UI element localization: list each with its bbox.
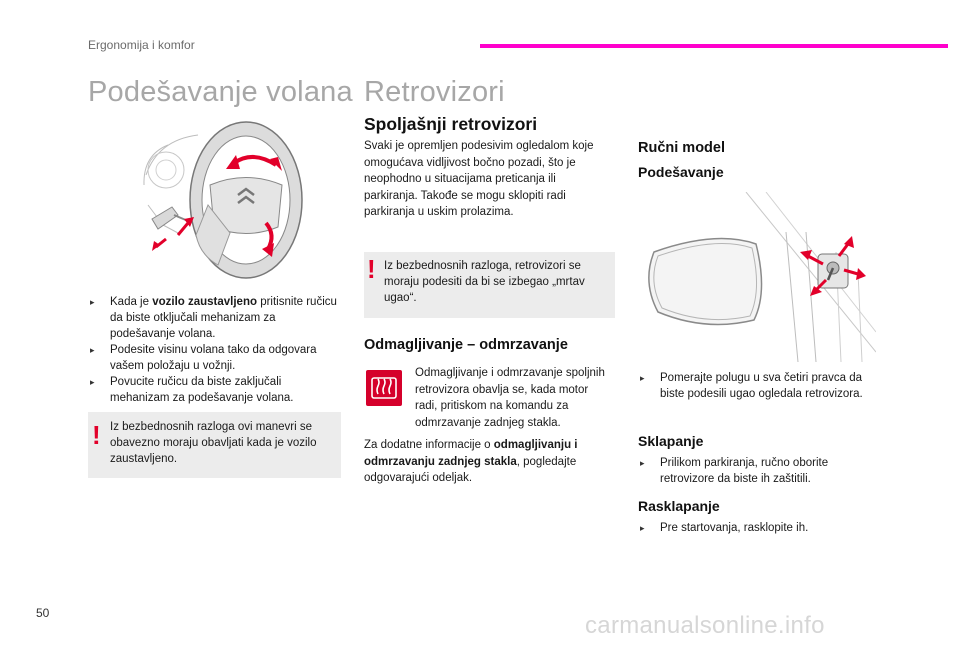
warning-text: Iz bezbednosnih razloga ovi manevri se o… xyxy=(110,421,317,465)
unfold-heading: Rasklapanje xyxy=(638,498,720,514)
defrost-heading: Odmagljivanje – odmrzavanje xyxy=(364,337,568,353)
steering-wheel-illustration xyxy=(143,121,303,279)
fold-steps-list: Prilikom parkiranja, ručno oborite retro… xyxy=(638,455,878,487)
list-item: Kada je vozilo zaustavljeno pritisnite r… xyxy=(88,294,338,342)
mirror-warning-box: ! Iz bezbednosnih razloga, retrovizori s… xyxy=(364,252,615,318)
exterior-mirrors-intro: Svaki je opremljen podesivim ogledalom k… xyxy=(364,140,594,218)
defrost-text: Odmagljivanje i odmrzavanje spoljnih ret… xyxy=(415,367,605,429)
list-item: Pomerajte polugu u sva četiri pravca da … xyxy=(638,370,878,402)
fold-heading: Sklapanje xyxy=(638,433,704,449)
list-item: Pre startovanja, rasklopite ih. xyxy=(638,520,878,536)
mirror-control-illustration xyxy=(648,192,876,362)
warning-text: Iz bezbednosnih razloga, retrovizori se … xyxy=(384,260,585,304)
exterior-mirrors-heading: Spoljašnji retrovizori xyxy=(364,114,538,134)
steering-steps-list: Kada je vozilo zaustavljeno pritisnite r… xyxy=(88,294,338,406)
watermark: carmanualsonline.info xyxy=(585,612,825,639)
steering-warning-box: ! Iz bezbednosnih razloga ovi manevri se… xyxy=(88,412,341,478)
warning-icon: ! xyxy=(367,254,376,284)
unfold-steps-list: Pre startovanja, rasklopite ih. xyxy=(638,520,878,536)
manual-model-heading: Ručni model xyxy=(638,140,726,156)
list-item: Prilikom parkiranja, ručno oborite retro… xyxy=(638,455,878,487)
list-item: Povucite ručicu da biste zaključali meha… xyxy=(88,374,338,406)
defrost-more-info: Za dodatne informacije o odmagljivanju i… xyxy=(364,439,578,484)
adjust-heading: Podešavanje xyxy=(638,164,724,180)
section-label: Ergonomija i komfor xyxy=(88,38,195,52)
defrost-button-icon xyxy=(366,370,402,406)
adjust-steps-list: Pomerajte polugu u sva četiri pravca da … xyxy=(638,370,878,402)
page-number: 50 xyxy=(36,606,50,620)
list-item: Podesite visinu volana tako da odgovara … xyxy=(88,342,338,374)
header-accent-bar xyxy=(480,44,948,48)
mirrors-title: Retrovizori xyxy=(364,76,505,108)
warning-icon: ! xyxy=(92,420,101,450)
steering-adjust-title: Podešavanje volana xyxy=(88,76,353,108)
